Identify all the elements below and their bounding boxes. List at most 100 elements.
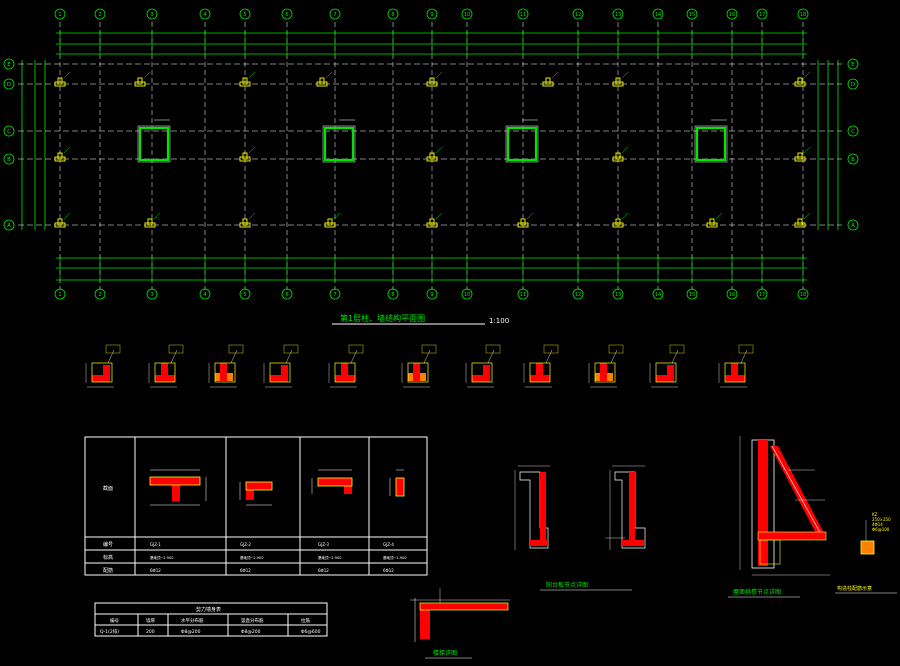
column-detail-web <box>220 363 227 381</box>
column-detail-note <box>168 344 184 354</box>
axis-bubble-top <box>281 8 293 20</box>
column-detail-flange <box>530 375 550 382</box>
column-detail-web <box>161 363 168 375</box>
stair-core-outline <box>694 125 728 163</box>
axis-bubble-top <box>756 8 768 20</box>
balcony-detail-label: 阳台板节点详图 <box>546 581 588 589</box>
column-detail-web <box>667 365 674 382</box>
axis-number-top: 16 <box>729 12 735 18</box>
column-mark <box>144 222 156 228</box>
leader-line <box>435 212 443 220</box>
stair-core-outline <box>137 125 171 163</box>
axis-bubble-top <box>239 8 251 20</box>
section-shape-l <box>239 481 273 506</box>
table-elev-1: 基础顶~2.900 <box>150 555 173 560</box>
column-detail-outline <box>724 362 746 383</box>
axis-bubble-left <box>3 219 15 231</box>
column-mark-stem <box>709 218 715 226</box>
column-mark <box>794 156 806 162</box>
column-mark-stem <box>429 218 435 226</box>
axis-bubble-bottom <box>329 288 341 300</box>
column-detail-note <box>421 344 437 354</box>
column-mark-stem <box>57 152 63 160</box>
column-mark-stem <box>242 218 248 226</box>
leader-line <box>325 71 333 79</box>
axis-bubble-top <box>572 8 584 20</box>
axis-number-top: 5 <box>243 12 246 18</box>
column-detail-7 <box>465 344 501 388</box>
column-section-table: 截面 编号 标高 配筋 GJZ-1 GJZ-2 GJZ-3 GJZ-4 基础顶~… <box>84 436 428 576</box>
column-detail-6 <box>401 344 437 388</box>
column-detail-outline <box>154 362 176 383</box>
axis-bubble-bottom <box>426 288 438 300</box>
column-detail-note <box>105 344 121 354</box>
axis-number-bottom: 12 <box>575 292 581 298</box>
axis-bubble-bottom <box>612 288 624 300</box>
column-detail-outline <box>214 362 236 383</box>
column-mark-stem <box>429 152 435 160</box>
axis-bubble-top <box>329 8 341 20</box>
column-detail-flange <box>656 375 674 382</box>
table-row-label-id: 编号 <box>103 541 113 548</box>
axis-number-top: 8 <box>391 12 394 18</box>
column-detail-web <box>341 363 348 375</box>
column-detail-web <box>483 365 490 382</box>
table-elev-4: 基础顶~2.900 <box>383 555 406 560</box>
axis-number-top: 13 <box>615 12 621 18</box>
column-caption: 构造柱配筋示意 <box>837 585 872 592</box>
column-mark-stem <box>797 218 803 226</box>
column-note-stirrup: Φ6@100 <box>872 527 890 532</box>
table-row-label-section: 截面 <box>103 485 113 492</box>
column-mark <box>706 222 718 228</box>
axis-letter-left: E <box>7 62 11 68</box>
wall-table-r1: 200 <box>146 629 155 635</box>
axis-bubble-top <box>517 8 529 20</box>
column-section-details <box>85 344 754 388</box>
axis-bubble-right <box>847 78 859 90</box>
column-mark-stem <box>429 77 435 85</box>
wall-table-r3: Φ8@200 <box>241 629 261 635</box>
column-detail-outline <box>334 362 356 383</box>
column-mark-stem <box>545 77 551 85</box>
column-detail-9 <box>588 344 624 388</box>
column-mark-stem <box>797 152 803 160</box>
column-mark-stem <box>147 218 153 226</box>
axis-letter-left: A <box>7 223 11 229</box>
column-mark-stem <box>615 77 621 85</box>
leader-line <box>435 146 443 154</box>
column-mark <box>54 156 66 162</box>
column-detail-1 <box>85 344 121 388</box>
leader-line <box>551 71 559 79</box>
column-detail-note <box>608 344 624 354</box>
stair-core-wall <box>138 126 170 162</box>
column-mark-stem <box>57 218 63 226</box>
column-mark-stem <box>242 152 248 160</box>
leader-line <box>248 212 256 220</box>
axis-number-top: 7 <box>333 12 336 18</box>
leader-line <box>715 212 723 220</box>
column-detail-web <box>536 363 543 375</box>
column-note-rebar: 4Φ14 <box>872 522 883 527</box>
axis-bubble-bottom <box>239 288 251 300</box>
axis-bubble-left <box>3 58 15 70</box>
leader-line <box>153 212 161 220</box>
axis-bubble-top <box>199 8 211 20</box>
leader-line <box>803 71 811 79</box>
column-mark <box>239 81 251 87</box>
column-mark <box>239 156 251 162</box>
axis-bubble-top <box>426 8 438 20</box>
axis-number-bottom: 15 <box>689 292 695 298</box>
axis-number-top: 14 <box>655 12 661 18</box>
table-id-1: GJZ-1 <box>150 542 161 547</box>
column-detail-leader <box>423 349 431 364</box>
column-detail-note <box>348 344 364 354</box>
axis-bubble-bottom <box>756 288 768 300</box>
leader-line <box>621 71 629 79</box>
axis-letter-right: A <box>851 223 855 229</box>
axis-bubble-top <box>94 8 106 20</box>
wall-table-h1: 墙厚 <box>146 617 155 624</box>
axis-number-top: 6 <box>285 12 288 18</box>
axis-letter-right: E <box>851 62 855 68</box>
